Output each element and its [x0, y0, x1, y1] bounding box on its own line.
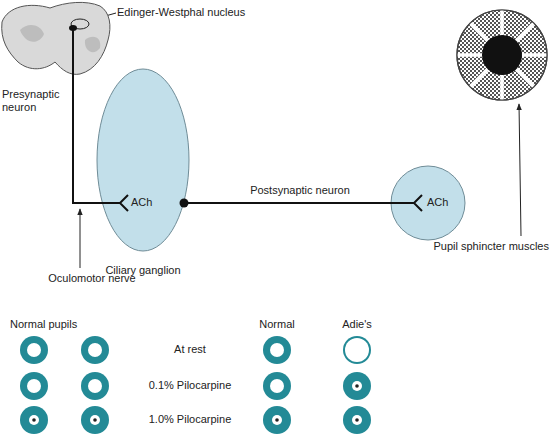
transmitter-label: ACh — [427, 196, 448, 209]
column-heading: Normal pupils — [10, 318, 77, 331]
iris-sphincter — [457, 10, 547, 100]
pointer-arrow — [80, 209, 81, 268]
pupil-comparison — [20, 336, 371, 434]
ciliary-ganglion: AChCiliary ganglion — [96, 68, 190, 252]
row-label: 0.1% Pilocarpine — [149, 379, 232, 392]
iris-ring — [20, 336, 371, 434]
ganglion-outline — [97, 69, 189, 251]
edge-label: Presynaptic neuron — [2, 88, 62, 114]
axon-line — [73, 78, 101, 203]
brainstem-outline — [2, 2, 110, 74]
transmitter-label: ACh — [131, 196, 152, 209]
brainstem-section-outline — [0, 0, 110, 78]
synapse-symbol — [101, 195, 128, 211]
pupil-opening — [27, 338, 369, 425]
pupil-illustration — [457, 10, 547, 100]
pointer-arrow — [519, 104, 521, 236]
column-heading: Normal — [259, 318, 294, 331]
part-label: Pupil sphincter muscles — [433, 240, 549, 253]
terminal-outline — [391, 166, 465, 240]
row-label: At rest — [174, 343, 206, 356]
axon-line — [72, 28, 74, 78]
tissue-shading — [85, 37, 100, 52]
column-heading: Adie's — [342, 318, 372, 331]
edge-label: Postsynaptic neuron — [250, 184, 350, 197]
part-label: Oculomotor nerve — [48, 272, 135, 285]
nucleus-label: Edinger-Westphal nucleus — [117, 6, 245, 19]
ciliary-ganglion-outline — [96, 68, 190, 252]
sphincter-spokes — [457, 10, 547, 100]
row-label: 1.0% Pilocarpine — [149, 413, 232, 426]
nerve-terminal: ACh — [390, 165, 466, 241]
tissue-shading — [20, 25, 44, 42]
synapse-symbol — [390, 195, 422, 211]
brainstem-section: Edinger-Westphal nucleus — [0, 0, 110, 78]
axon-line — [185, 202, 390, 204]
pupil-opening — [482, 35, 522, 75]
cell-body — [180, 199, 189, 208]
